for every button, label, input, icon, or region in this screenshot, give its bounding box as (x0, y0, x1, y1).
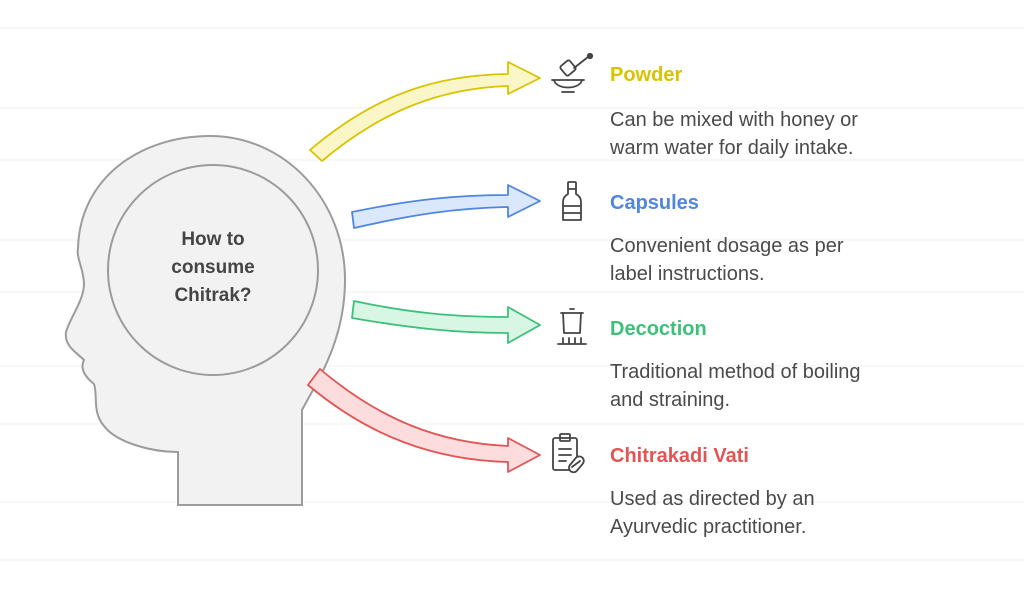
decoction-description: Traditional method of boiling and strain… (610, 358, 970, 414)
description-line: warm water for daily intake. (610, 137, 854, 159)
bottle-icon (562, 181, 582, 221)
arrow-decoction (351, 300, 541, 344)
powder-title: Powder (610, 64, 683, 86)
powder-description: Can be mixed with honey or warm water fo… (610, 106, 970, 162)
capsules-title: Capsules (610, 192, 699, 214)
decoction-title: Decoction (610, 318, 707, 340)
capsules-description: Convenient dosage as per label instructi… (610, 232, 970, 288)
description-line: Traditional method of boiling (610, 361, 861, 383)
description-line: Ayurvedic practitioner. (610, 516, 807, 538)
arrow-powder (309, 61, 541, 162)
prescription-clipboard-pill-icon (552, 433, 585, 474)
description-line: and straining. (610, 389, 731, 411)
central-question-line: consume (171, 257, 255, 278)
description-line: Used as directed by an (610, 488, 815, 510)
chitrakadi-vati-description: Used as directed by an Ayurvedic practit… (610, 485, 970, 541)
arrow-chitrakadi-vati (307, 368, 541, 473)
central-question-line: Chitrak? (174, 285, 252, 306)
boiling-pot-icon (557, 308, 587, 345)
description-line: label instructions. (610, 263, 765, 285)
head-inner-circle (107, 164, 319, 376)
arrow-capsules (351, 184, 541, 229)
chitrakadi-vati-title: Chitrakadi Vati (610, 445, 749, 467)
description-line: Can be mixed with honey or (610, 109, 858, 131)
central-question: How to consume Chitrak? (128, 226, 298, 310)
description-line: Convenient dosage as per (610, 235, 844, 257)
honey-dipper-bowl-icon (551, 52, 594, 93)
central-question-line: How to (181, 229, 245, 250)
